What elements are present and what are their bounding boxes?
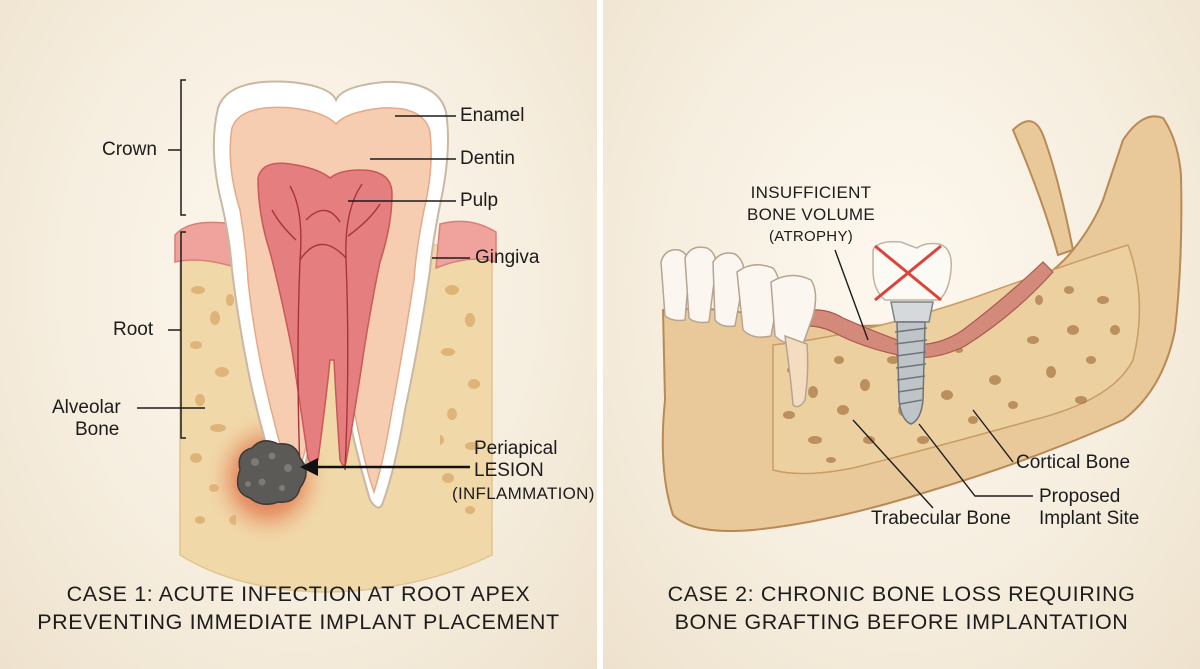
panel-divider [597,0,603,669]
lesion-label-line3: (INFLAMMATION) [452,484,595,503]
trabecular-pores [783,286,1120,463]
implant-abutment [890,301,934,323]
insufficient-leader [834,249,869,341]
case1-panel: Crown Root Alveolar Bone Enamel Dentin P… [0,0,597,669]
root-bracket [180,231,186,439]
pulp [257,162,393,467]
lesion-texture [245,452,292,491]
lesion-label-line1: Periapical [474,438,558,459]
gingiva-atrophic [777,261,1054,359]
cortical-bone-label: Cortical Bone [1016,452,1131,473]
case2-caption-line1: CASE 2: CHRONIC BONE LOSS REQUIRING [667,582,1136,606]
implant-site-label-line1: Proposed [1039,486,1121,507]
insufficient-label-line3: (ATROPHY) [768,228,854,245]
trabecular-leader [852,419,934,509]
insufficient-label-line1: INSUFFICIENT [750,183,872,202]
periapical-lesion [236,440,307,505]
lesion-arrowhead [300,458,318,476]
alveolar-bone-label-line2: Bone [75,419,120,440]
pulp-nerves [271,183,381,471]
implant-site-label-line2: Implant Site [1039,508,1140,529]
case2-caption: CASE 2: CHRONIC BONE LOSS REQUIRING BONE… [603,580,1200,636]
case1-caption: CASE 1: ACUTE INFECTION AT ROOT APEX PRE… [0,580,597,636]
case2-caption-line2: BONE GRAFTING BEFORE IMPLANTATION [674,610,1129,634]
dentin-label: Dentin [460,148,515,169]
cortical-leader [972,409,1014,463]
enamel-label: Enamel [460,105,525,126]
implant-threads [894,327,928,405]
tooth-anatomy-diagram [137,79,497,593]
gingiva-label: Gingiva [475,247,540,268]
implant-site-leader [918,423,1033,497]
root-label: Root [113,319,154,340]
trabecular-bone-label: Trabecular Bone [871,508,1011,529]
remaining-teeth [660,246,817,408]
insufficient-label-line2: BONE VOLUME [747,205,875,224]
crown-bracket [180,79,186,216]
mandible-coronoid [1011,120,1075,257]
implant-screw [896,321,926,425]
case1-caption-line2: PREVENTING IMMEDIATE IMPLANT PLACEMENT [37,610,560,634]
lesion-label-line2: LESION [474,460,544,481]
mandible-diagram [660,115,1183,532]
pulp-label: Pulp [460,190,499,211]
tooth-root-visible [784,334,809,408]
tooth-premolar-2 [770,274,817,346]
rejection-x-2 [874,244,942,302]
case2-panel: INSUFFICIENT BONE VOLUME (ATROPHY) Corti… [603,0,1200,669]
alveolar-bone-label-line1: Alveolar [52,397,121,418]
trabecular-region [772,244,1141,475]
gingiva-right [435,220,497,270]
crown-label: Crown [102,139,157,160]
case1-caption-line1: CASE 1: ACUTE INFECTION AT ROOT APEX [66,582,531,606]
